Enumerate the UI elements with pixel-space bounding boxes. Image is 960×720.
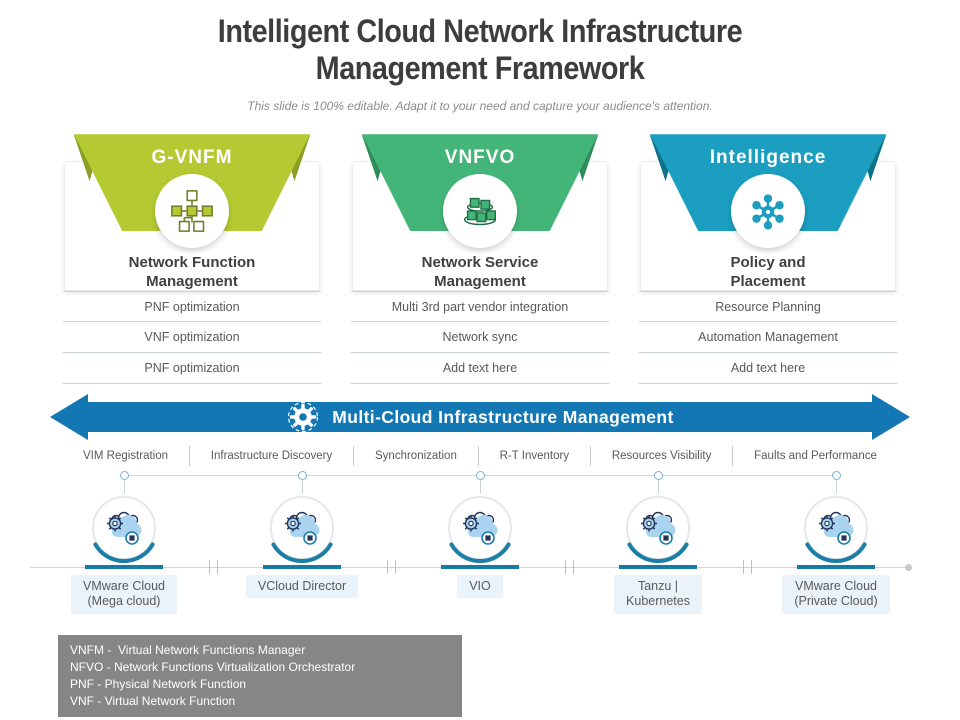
separator <box>188 446 190 467</box>
list-item: PNF optimization <box>63 353 321 385</box>
track-tick <box>565 560 566 575</box>
accent-bar <box>85 565 163 570</box>
column-header-label: Intelligence <box>709 147 827 169</box>
cloud-label: VMware Cloud (Mega cloud) <box>71 575 177 614</box>
column-item-list: Resource Planning Automation Management … <box>639 291 897 385</box>
function-label: VIM Registration <box>83 450 169 463</box>
track-tick <box>209 560 210 575</box>
network-flowchart-icon <box>171 190 213 233</box>
cloud-label: Tanzu | Kubernetes <box>614 575 702 614</box>
cloud-medallion <box>801 493 871 564</box>
column-icon-medallion <box>155 174 229 249</box>
legend-line: NFVO - Network Functions Virtualization … <box>70 660 356 675</box>
connector-stub <box>301 480 303 494</box>
accent-bar <box>797 565 875 570</box>
cloud-gear-icon <box>641 512 676 546</box>
cloud-item-vio: VIO <box>391 471 569 614</box>
list-item: PNF optimization <box>63 291 321 323</box>
cloud-medallion <box>89 493 159 564</box>
cloud-item-vmware-private: VMware Cloud (Private Cloud) <box>747 471 925 614</box>
timeline-end-dot <box>905 564 912 572</box>
list-item: Network sync <box>351 322 609 354</box>
separator <box>589 446 591 467</box>
accent-bar <box>619 565 697 570</box>
banner-content: Multi-Cloud Infrastructure Management <box>52 394 908 440</box>
cloud-grid: VMware Cloud (Mega cloud) <box>35 471 925 614</box>
gear-sync-icon <box>288 402 319 433</box>
cloud-platforms-section: VMware Cloud (Mega cloud) <box>30 471 925 614</box>
list-item: Automation Management <box>639 322 897 354</box>
separator <box>732 446 734 467</box>
page-title: Intelligent Cloud Network Infrastructure… <box>217 13 743 87</box>
function-label: Resources Visibility <box>611 450 712 463</box>
connector-stub <box>479 480 481 494</box>
functions-row: VIM Registration Infrastructure Discover… <box>63 445 897 467</box>
legend-line: VNF - Virtual Network Function <box>70 694 236 709</box>
cloud-item-tanzu-kubernetes: Tanzu | Kubernetes <box>569 471 747 614</box>
column-icon-medallion <box>443 174 517 249</box>
track-tick <box>217 560 218 575</box>
multi-cloud-banner: Multi-Cloud Infrastructure Management <box>50 394 910 441</box>
column-subtitle: Policy and Placement <box>730 254 806 290</box>
track-tick <box>387 560 388 575</box>
connector-node <box>297 471 307 481</box>
list-item: Multi 3rd part vendor integration <box>351 291 609 323</box>
column-header-label: VNFVO <box>444 147 516 169</box>
function-label: Faults and Performance <box>754 450 877 463</box>
connector-stub <box>835 480 837 494</box>
column-item-list: Multi 3rd part vendor integration Networ… <box>351 291 609 385</box>
legend-line: VNFM - Virtual Network Functions Manager <box>70 643 306 658</box>
list-item: Resource Planning <box>639 291 897 323</box>
cloud-gear-icon <box>107 512 142 546</box>
column-item-list: PNF optimization VNF optimization PNF op… <box>63 291 321 385</box>
accent-bar <box>441 565 519 570</box>
column-g-vnfm: G-VNFM <box>63 134 321 385</box>
function-label: R-T Inventory <box>499 450 570 463</box>
legend-box: VNFM - Virtual Network Functions Manager… <box>58 635 462 718</box>
column-intelligence: Intelligence <box>639 134 897 385</box>
connector-stub <box>123 480 125 494</box>
cloud-label: VIO <box>457 575 503 599</box>
connector-node <box>831 471 841 481</box>
banner-bar <box>80 402 880 433</box>
page-subtitle: This slide is 100% editable. Adapt it to… <box>247 99 713 114</box>
cloud-gear-icon <box>463 512 498 546</box>
list-item: Add text here <box>639 353 897 385</box>
column-subtitle: Network Service Management <box>421 254 539 290</box>
separator <box>353 446 355 467</box>
function-label: Infrastructure Discovery <box>210 450 333 463</box>
hub-network-icon <box>752 194 784 230</box>
list-item: Add text here <box>351 353 609 385</box>
column-header-label: G-VNFM <box>151 147 233 169</box>
connector-stub <box>657 480 659 494</box>
track-tick <box>395 560 396 575</box>
column-subtitle: Network Function Management <box>128 254 256 290</box>
banner-label: Multi-Cloud Infrastructure Management <box>332 406 674 427</box>
cloud-label: VMware Cloud (Private Cloud) <box>782 575 890 614</box>
connector-node <box>475 471 485 481</box>
connector-node <box>119 471 129 481</box>
column-vnfvo: VNFVO Network Service Management <box>351 134 609 385</box>
cloud-label: VCloud Director <box>245 575 359 599</box>
cloud-medallion <box>267 493 337 564</box>
cloud-item-vmware-mega: VMware Cloud (Mega cloud) <box>35 471 213 614</box>
cloud-item-vcloud-director: VCloud Director <box>213 471 391 614</box>
legend-line: PNF - Physical Network Function <box>70 677 247 692</box>
cloud-medallion <box>445 493 515 564</box>
cloud-gear-icon <box>285 512 320 546</box>
framework-columns: G-VNFM <box>63 134 897 385</box>
column-icon-medallion <box>731 174 805 249</box>
cloud-medallion <box>623 493 693 564</box>
track-tick <box>751 560 752 575</box>
cloud-gear-icon <box>819 512 854 546</box>
track-tick <box>573 560 574 575</box>
function-label: Synchronization <box>375 450 457 463</box>
stacked-cubes-icon <box>463 198 497 226</box>
connector-node <box>653 471 663 481</box>
track-tick <box>743 560 744 575</box>
separator <box>477 446 479 467</box>
list-item: VNF optimization <box>63 322 321 354</box>
accent-bar <box>263 565 341 570</box>
